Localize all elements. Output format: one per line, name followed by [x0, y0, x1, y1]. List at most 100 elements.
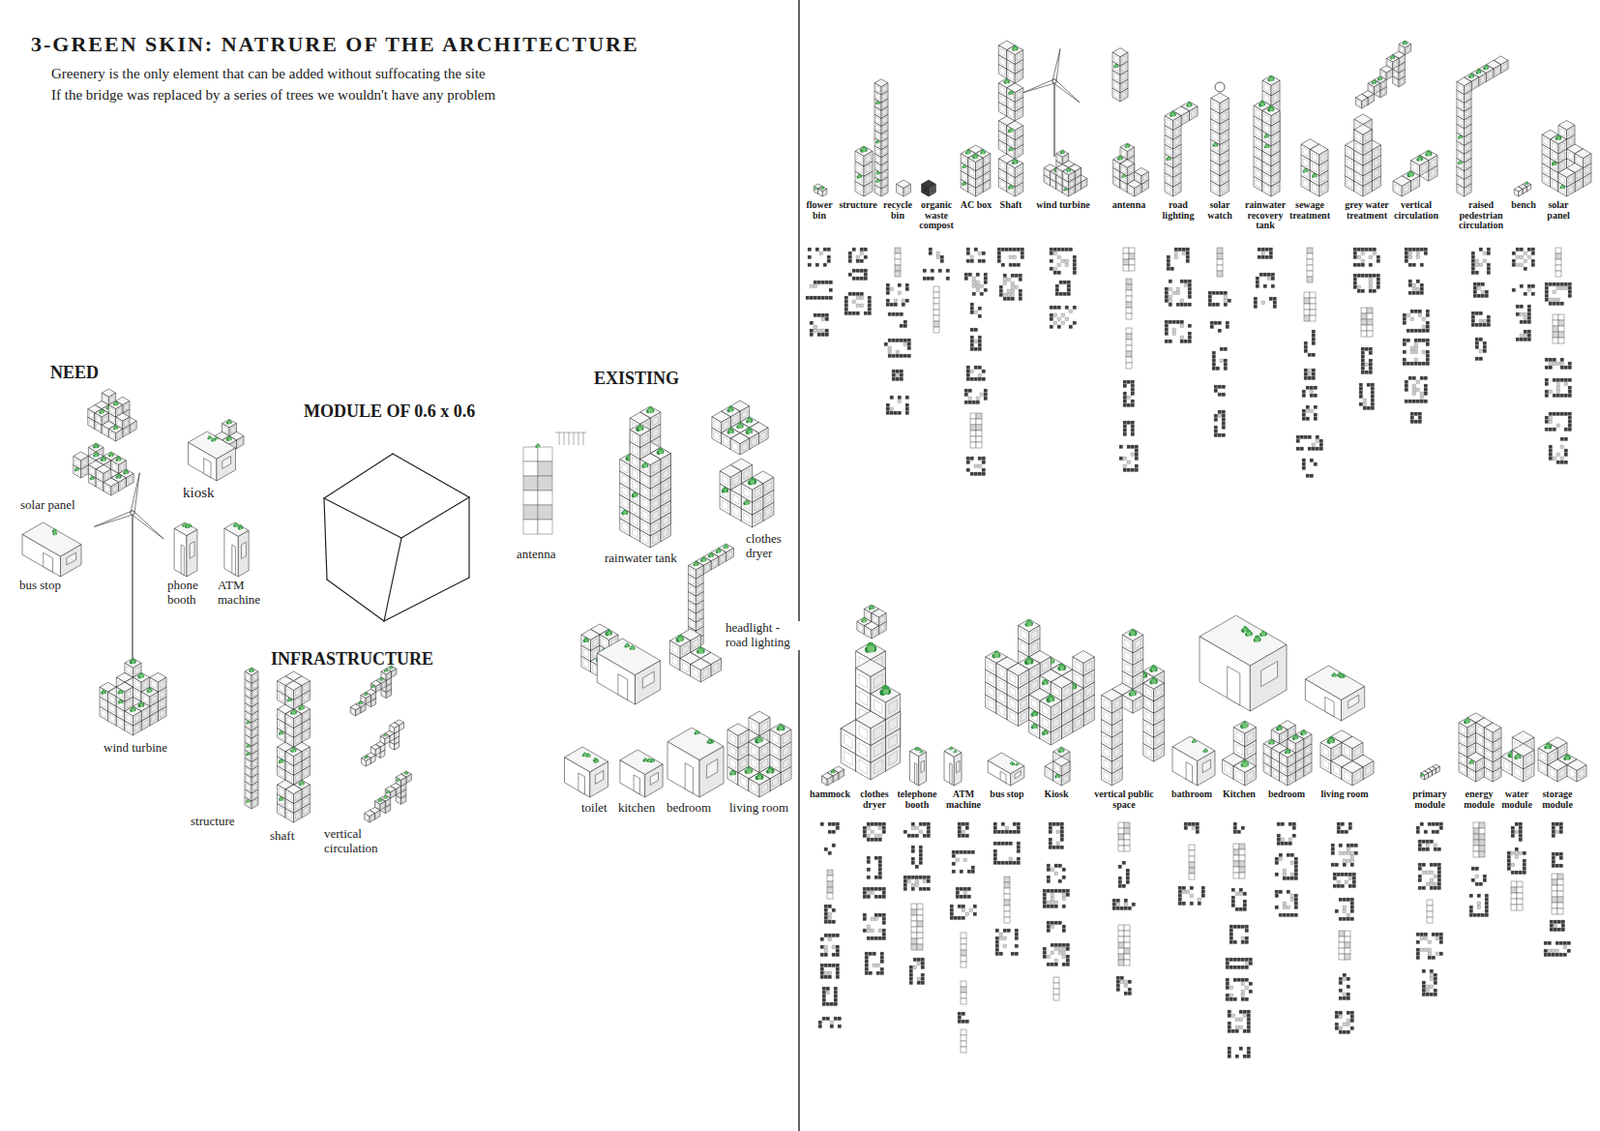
- greenery: [625, 644, 629, 648]
- greenery: [724, 545, 729, 550]
- greenery: [246, 800, 250, 803]
- door: [578, 772, 586, 795]
- greenery: [239, 527, 242, 530]
- elevation-cell: [523, 446, 538, 462]
- greenery: [536, 444, 540, 447]
- greenery: [738, 423, 743, 429]
- cube-edge: [324, 498, 327, 580]
- greenery: [148, 688, 152, 693]
- greenery: [694, 562, 698, 566]
- greenery: [185, 525, 189, 529]
- greenery: [90, 476, 93, 479]
- greenery: [94, 444, 98, 448]
- elevation-cell: [523, 490, 538, 505]
- greenery: [114, 402, 118, 406]
- greenery: [131, 659, 135, 663]
- greenery: [140, 703, 144, 707]
- greenery: [246, 752, 250, 756]
- greenery: [279, 798, 283, 801]
- cube-edge: [324, 498, 402, 538]
- greenery: [118, 700, 122, 704]
- greenery: [698, 648, 704, 653]
- greenery: [710, 554, 713, 558]
- greenery: [678, 636, 683, 642]
- cube-edge: [384, 577, 470, 622]
- greenery: [53, 532, 57, 535]
- elevation-cell: [537, 519, 553, 534]
- greenery: [648, 408, 653, 414]
- cube-edge: [324, 453, 393, 499]
- greenery: [234, 524, 238, 528]
- greenery: [749, 479, 755, 485]
- greenery: [584, 639, 588, 643]
- greenery: [292, 748, 297, 753]
- greenery: [292, 711, 297, 715]
- greenery: [288, 698, 292, 702]
- greenery: [117, 457, 120, 461]
- greenery: [747, 429, 752, 434]
- greenery: [247, 721, 250, 724]
- greenery: [208, 437, 211, 440]
- greenery: [372, 685, 375, 688]
- turbine-blade: [131, 511, 165, 540]
- greenery: [250, 669, 254, 673]
- greenery: [607, 631, 612, 636]
- greenery: [109, 453, 113, 457]
- greenery: [405, 771, 408, 774]
- window: [189, 541, 195, 560]
- greenery: [729, 429, 734, 434]
- greenery: [638, 426, 643, 431]
- greenery: [365, 756, 368, 759]
- fence-lines: [555, 432, 587, 445]
- greenery: [384, 734, 386, 737]
- elevation-cell: [523, 461, 538, 476]
- greenery: [280, 732, 284, 736]
- greenery: [723, 488, 727, 492]
- turbine-hub: [130, 510, 135, 515]
- greenery: [75, 468, 79, 472]
- greenery: [643, 463, 648, 468]
- greenery: [744, 501, 749, 505]
- greenery: [215, 437, 218, 440]
- cube-edge: [401, 497, 470, 538]
- greenery: [228, 420, 232, 424]
- elevation-cell: [537, 446, 553, 462]
- elevation-cell: [523, 475, 538, 491]
- greenery: [359, 702, 362, 705]
- greenery: [747, 418, 752, 423]
- cube-edge: [384, 537, 402, 622]
- module-side-face: [174, 528, 187, 577]
- greenery: [299, 706, 304, 711]
- cube-edge: [326, 579, 385, 622]
- greenery: [385, 669, 387, 672]
- greenery: [384, 796, 387, 800]
- cube-edge: [392, 453, 470, 498]
- door: [180, 544, 184, 575]
- greenery: [716, 549, 720, 553]
- greenery: [380, 678, 383, 681]
- greenery: [658, 449, 663, 454]
- greenery: [139, 674, 144, 679]
- turbine-blade: [94, 510, 134, 527]
- greenery: [101, 457, 105, 461]
- greenery: [630, 646, 634, 650]
- elevation-cell: [537, 490, 553, 505]
- greenery: [212, 439, 215, 442]
- elevation-cell: [523, 504, 538, 520]
- greenery: [124, 471, 128, 475]
- greenery: [94, 453, 98, 457]
- greenery: [118, 690, 122, 694]
- door: [232, 544, 237, 575]
- elevation-cell: [537, 461, 553, 476]
- greenery: [100, 410, 104, 414]
- greenery: [633, 493, 638, 498]
- greenery: [228, 437, 232, 441]
- greenery: [299, 781, 304, 786]
- elevation-cell: [523, 519, 538, 534]
- module-side-face: [224, 528, 238, 577]
- greenery: [246, 744, 250, 748]
- elevation-cell: [537, 504, 553, 520]
- greenery: [379, 799, 383, 802]
- greenery: [131, 708, 135, 712]
